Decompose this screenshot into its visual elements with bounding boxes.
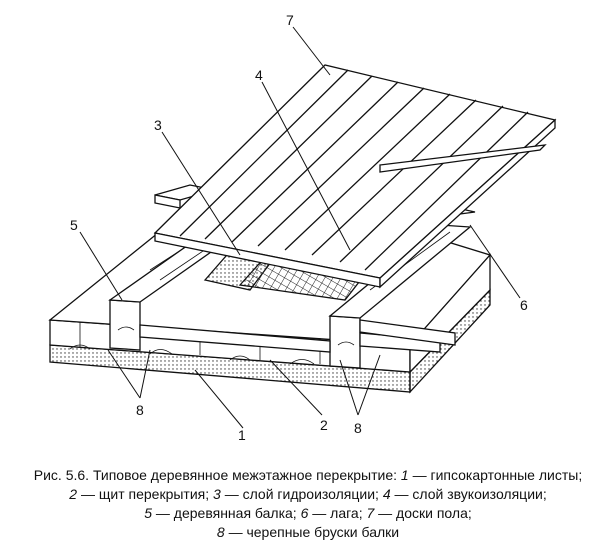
figure-caption: Рис. 5.6. Типовое деревянное межэтажное … [0,466,616,542]
leader-lines [79,26,521,429]
label-2: 2 [320,417,328,433]
label-6: 6 [520,297,528,313]
caption-text: — деревянная балка; [152,505,297,521]
caption-num: 3 [213,486,221,502]
cranial-bars [139,324,441,353]
caption-text: — слой звукоизоляции; [390,486,547,502]
caption-num: 6 [300,505,309,521]
label-7: 7 [286,12,294,28]
floor-construction-drawing: 1 2 3 4 5 6 7 8 8 [48,12,557,443]
label-3: 3 [154,117,162,133]
label-4: 4 [255,67,263,83]
caption-text: — лага; [308,505,363,521]
caption-line-2: 2 — щит перекрытия; 3 — слой гидроизоляц… [0,485,616,504]
caption-num: 1 [400,467,409,483]
caption-prefix: Рис. 5.6. Типовое деревянное межэтажное … [33,467,397,483]
callout-labels: 1 2 3 4 5 6 7 8 8 [70,12,528,443]
caption-num: 4 [382,486,391,502]
floor-boards [153,64,557,289]
label-8-right: 8 [354,420,362,436]
caption-num: 8 [216,524,225,540]
caption-line-3: 5 — деревянная балка; 6 — лага; 7 — доск… [0,504,616,523]
caption-line-4: 8 — черепные бруски балки [0,523,616,542]
label-1: 1 [238,427,246,443]
caption-text: — гипсокартонные листы; [408,467,583,483]
caption-num: 7 [366,505,375,521]
caption-text: — слой гидроизоляции; [220,486,379,502]
caption-text: — доски пола; [374,505,472,521]
caption-text: — щит перекрытия; [77,486,210,502]
caption-line-1: Рис. 5.6. Типовое деревянное межэтажное … [0,466,616,485]
caption-text: — черепные бруски балки [224,524,400,540]
label-5: 5 [70,217,78,233]
label-8-left: 8 [136,402,144,418]
caption-num: 2 [69,486,78,502]
caption-num: 5 [144,505,153,521]
